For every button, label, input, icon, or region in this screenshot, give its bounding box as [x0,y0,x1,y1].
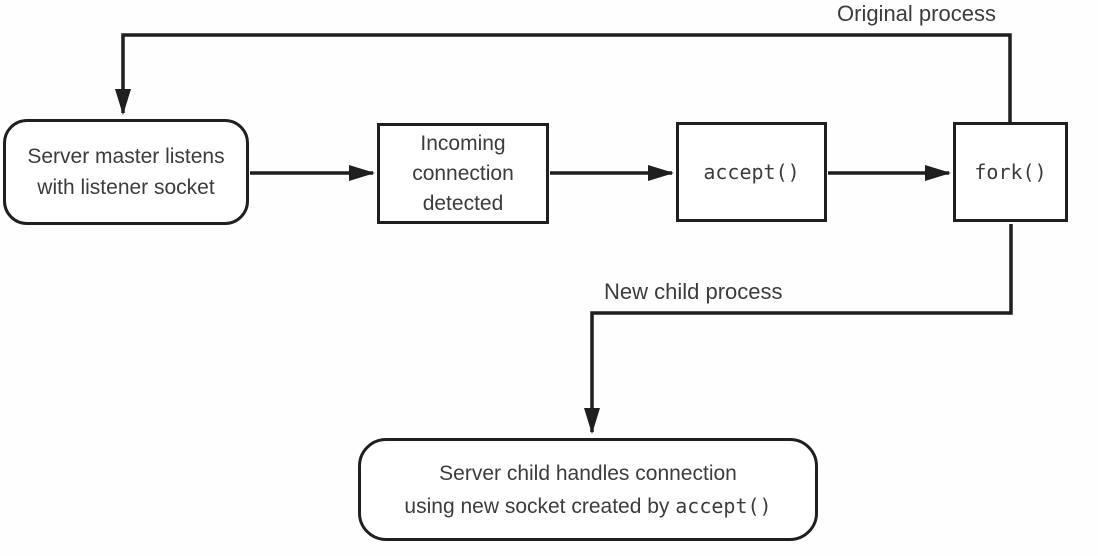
accept-call-label: accept() [703,159,800,184]
node-fork-call: fork() [953,122,1068,222]
fork-call-label: fork() [974,159,1047,184]
edge-label-new-child-process: New child process [604,279,783,304]
node-server-child-handles: Server child handles connection using ne… [358,438,818,541]
node-accept-call: accept() [676,122,827,222]
node-server-child-line2: using new socket created by accept() [404,490,771,523]
edge-fork-to-child [584,224,1013,434]
node-server-master-line2: with listener socket [37,176,215,199]
node-incoming-line3: detected [422,191,504,215]
node-server-child-line1: Server child handles connection [439,461,737,485]
node-incoming-connection: Incoming connection detected [377,123,549,224]
node-server-child-line2-text: using new socket created by [404,494,670,518]
node-server-child-line2-code: accept() [675,493,772,518]
node-incoming-line2: connection [412,161,514,185]
node-server-master-listens: Server master listens with listener sock… [3,119,249,225]
edge-label-original-process: Original process [837,1,996,26]
node-server-master-line1: Server master listens [27,145,225,168]
node-incoming-line1: Incoming [420,131,506,155]
edge-fork-to-master-loop [115,33,1012,122]
